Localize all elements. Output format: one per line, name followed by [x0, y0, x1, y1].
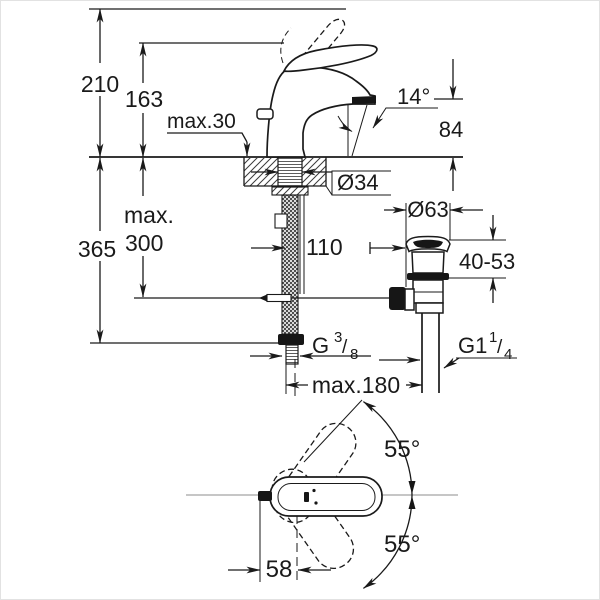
dia-63-label: Ø63	[407, 197, 449, 222]
g38-nipple	[285, 344, 299, 365]
dim-163-label: 163	[125, 86, 163, 112]
waste-knob	[389, 287, 406, 310]
g114-denominator: 4	[504, 346, 512, 363]
dimension-max180: max.180	[285, 359, 423, 463]
handle-top-view: 55° 55° 58	[186, 401, 458, 589]
dimension-110: 110	[251, 234, 406, 260]
waste-collar	[415, 302, 444, 314]
faucet-side-view	[256, 18, 378, 158]
max300-value: 300	[125, 230, 163, 256]
dimension-max30: max.30	[167, 110, 251, 157]
dimension-dia34: Ø34	[251, 168, 391, 196]
dimension-84: 84	[439, 59, 463, 191]
handle-position-down-dashed	[271, 468, 355, 570]
angle-55-bottom-label: 55°	[384, 531, 420, 558]
range-40-53-label: 40-53	[459, 249, 515, 274]
faucet-body	[266, 66, 376, 158]
callout-g38: G 3 / 8	[250, 329, 371, 363]
pop-up-waste	[389, 203, 451, 393]
dimension-210: 210	[81, 8, 119, 158]
dimension-40-53: 40-53	[449, 215, 515, 303]
dimension-max300: max. 300	[124, 157, 174, 298]
max30-label: max.30	[167, 110, 236, 133]
g38-base: G	[312, 333, 329, 358]
dimension-14deg: 14°	[372, 84, 438, 129]
g38-slash: /	[342, 337, 348, 358]
dia-34-label: Ø34	[337, 170, 379, 195]
g38-numerator: 3	[334, 329, 342, 346]
handle-raised-dashed	[295, 18, 346, 70]
g114-slash: /	[497, 337, 503, 358]
body-tab	[256, 108, 274, 120]
handle-inner-outline	[277, 483, 376, 511]
angle-14-label: 14°	[397, 84, 430, 109]
dim-365-label: 365	[78, 236, 116, 262]
dim-58-label: 58	[266, 556, 293, 583]
max180-label: max.180	[312, 372, 400, 398]
waste-gasket	[407, 273, 449, 280]
max300-word: max.	[124, 202, 174, 228]
handle-motion-arc	[280, 27, 292, 64]
faucet-handle	[282, 44, 378, 73]
under-deck-parts	[134, 156, 391, 365]
aerator	[352, 96, 376, 104]
angle-55-top-label: 55°	[384, 436, 420, 463]
handle-tip	[258, 491, 272, 501]
callout-g114: G1 1 / 4	[379, 329, 517, 369]
dim-84-label: 84	[439, 117, 463, 142]
dim-210-label: 210	[81, 71, 119, 97]
dimension-dia63: Ø63	[384, 197, 483, 222]
dimension-365: 365	[78, 157, 116, 344]
dim-110-label: 110	[306, 234, 343, 260]
hose-connector	[274, 213, 288, 229]
g38-nut	[278, 334, 304, 345]
g38-denominator: 8	[350, 346, 358, 363]
g114-base: G1	[458, 333, 487, 358]
dimension-163: 163	[125, 42, 163, 158]
g114-numerator: 1	[489, 329, 497, 346]
